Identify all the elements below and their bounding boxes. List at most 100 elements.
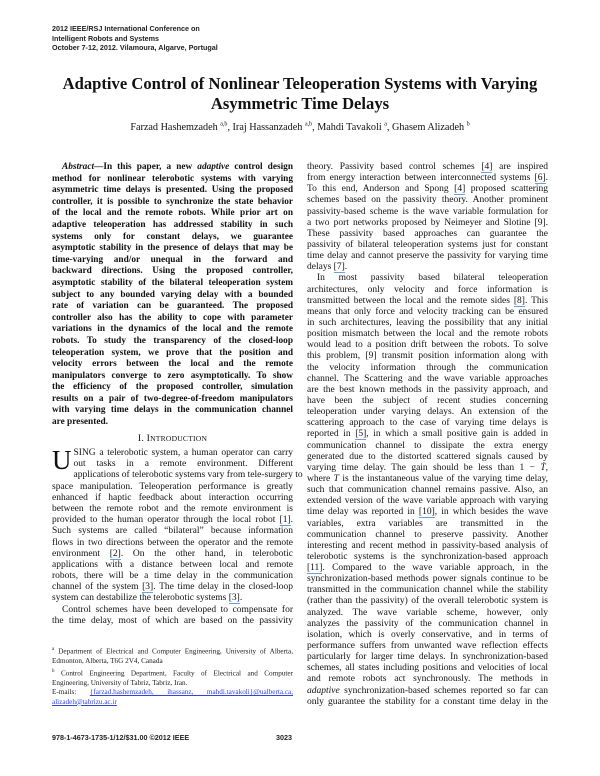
text-segment: system can destabilize the telerobotic s… [52,593,229,604]
text-segment: is the instantaneous value of the varyin… [338,473,548,484]
text-line: architectures, only velocity and force i… [307,284,548,295]
text-line: provided to the human operator through t… [52,515,293,527]
text-line: manipulators converge to zero asymptotic… [52,370,293,381]
text-line: extended version of the wave variable ap… [307,496,548,507]
text-line: method for nonlinear telerobotic systems… [52,173,293,184]
citation-link[interactable]: [6] [534,173,546,185]
text-line: teleoperation under varying delays. An e… [307,407,548,418]
citation-link[interactable]: [4] [481,162,493,173]
text-line: isolation, which is overly conservative,… [307,629,548,640]
conference-line: October 7-12, 2012. Vilamoura, Algarve, … [52,43,218,53]
text-segment: adaptive [197,162,230,172]
text-line: position mismatch between the local and … [307,329,548,340]
author: Mahdi Tavakoli a, [317,122,392,134]
text-line: Control schemes have been developed to c… [62,604,293,615]
text-line: environment [2]. On the other hand, in t… [52,548,294,560]
citation-link[interactable]: [10] [418,507,435,519]
text-segment: . [290,515,293,526]
text-line: time delay was reported in [10], in whic… [307,507,548,519]
text-line: are the best known methods in the passiv… [307,384,548,395]
text-line: Abstract—In this paper, a new adaptive c… [52,162,293,174]
conference-line: Intelligent Robots and Systems [52,33,160,43]
text-line: would lead to a position drift between t… [307,340,548,351]
text-line: communication channel to dissipate the e… [307,440,548,451]
text-line: performance suffers from unwanted wave r… [307,641,548,652]
text-segment: . On the other hand, in telerobotic [120,548,294,559]
text-line: means that only force and velocity track… [307,306,548,317]
text-line: variables, extra variables are transmitt… [307,518,548,529]
text-segment: varying time delay. The gain should be l… [307,462,541,473]
text-segment: channel of the system [52,582,143,593]
text-line: channel of the system [3]. The time dela… [52,582,293,594]
text-segment: adaptive [307,685,340,696]
text-segment: To this end, Anderson and Spong [307,184,455,195]
citation-link[interactable]: [11] [307,563,323,575]
email-link[interactable]: {farzad.hashemzadeh, ihassanz, mahdi.tav… [52,688,293,706]
citation-link[interactable]: [5] [355,429,367,441]
text-line: schemes, all states including positions … [307,663,548,674]
text-line: space manipulation. Teleoperation perfor… [52,481,293,492]
footnote-b: b Control Engineering Department, Facult… [52,668,294,687]
author: Farzad Hashemzadeh a,b, [130,122,233,134]
footnote-a: a Department of Electrical and Computer … [52,647,293,665]
text-segment: synchronization-based schemes reported s… [339,685,548,696]
text-line: schemes based on the passivity theory. A… [307,195,548,206]
text-line: channel. The Scattering and the wave var… [307,373,548,384]
right-column: theory. Passivity based control schemes … [307,162,548,708]
text-line: telerobotic systems is the synchronizati… [307,551,548,562]
text-segment: . Compared to the wave variable approach… [322,563,548,574]
text-segment: delays [307,262,334,273]
text-line: passivity-based scheme is the wave varia… [307,206,548,217]
text-segment: environment [52,548,110,559]
citation-link[interactable]: [8] [513,295,525,307]
text-line: communication channel to preserve passiv… [307,529,548,540]
text-segment: are inspired [492,162,549,172]
text-line: system can destabilize the telerobotic s… [52,593,293,605]
conference-line: 2012 IEEE/RSJ International Conference o… [52,24,200,33]
citation-link[interactable]: [3] [228,593,240,605]
text-line: the efficiency of the proposed controlle… [52,382,293,393]
text-line: robots. To study the transparency of the… [52,335,293,346]
text-line: this problem, [9] transmit position info… [307,351,548,362]
text-line: the velocity information through the com… [307,362,548,373]
text-line: theory. Passivity based control schemes … [307,162,548,173]
text-line: flows in two directions between the oper… [52,537,293,548]
text-segment: . [239,593,243,604]
text-segment: proposed scattering [465,184,548,195]
text-line: only guarantee the stability for a const… [307,696,548,707]
text-line: from energy interaction between intercon… [307,173,548,185]
text-line: variations in the dynamics of the local … [52,324,293,335]
text-line: out tasks in a remote environment. Diffe… [73,459,294,470]
text-segment: reported in [307,429,356,440]
text-segment: —In this paper, a new [94,162,198,172]
text-segment: where [307,473,334,484]
citation-link[interactable]: [7] [333,262,345,274]
text-segment: . [344,262,348,273]
citation-link[interactable]: [2] [109,548,121,560]
text-line: controller also has the ability to cope … [52,312,293,323]
footnotes: a Department of Electrical and Computer … [52,645,293,707]
text-line: particularly for larger time delays. In … [307,652,548,663]
text-line: have been the subject of recent studies … [307,395,548,406]
text-segment: theory. Passivity based control schemes [307,162,482,172]
text-line: [11]. Compared to the wave variable appr… [307,563,548,575]
text-line: reported in [5], in which a small positi… [307,429,548,441]
text-line: backward directions. Using the proposed … [52,266,293,277]
text-segment: Abstract [62,162,95,172]
title-line: Asymmetric Time Delays [210,94,390,113]
text-segment: . The time delay in the closed-loop [153,582,293,593]
text-segment: , [545,462,548,473]
text-line: systems only for constant delays, we gua… [52,231,293,242]
text-line: scattering approach to the case of varyi… [307,418,548,429]
text-line: (rather than the passivity) of the overa… [307,596,548,607]
text-line: with varying time delays in the communic… [52,405,293,416]
citation-link[interactable]: [3] [142,582,154,594]
citation-link[interactable]: [1] [279,515,291,527]
text-line: teleoperation system, we prove that the … [52,347,293,358]
text-line: These passivity based approaches can gua… [307,228,548,239]
drop-cap: U [52,445,72,475]
text-segment: transmitted between the local and the re… [307,295,514,306]
citation-link[interactable]: [4] [454,184,466,196]
text-line: controller, it is possible to synchroniz… [52,196,293,207]
text-segment: time delay was reported in [307,507,419,518]
